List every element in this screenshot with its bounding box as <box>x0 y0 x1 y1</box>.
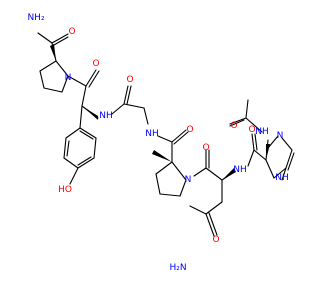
bond <box>85 69 97 87</box>
stereo-wedge <box>152 150 172 162</box>
bond <box>63 157 79 169</box>
bond <box>143 107 149 125</box>
bond <box>171 129 187 143</box>
bond <box>66 140 70 157</box>
bond <box>171 161 187 181</box>
atom-ho-phenol: HO <box>58 185 72 195</box>
bond <box>245 117 263 133</box>
bond <box>155 173 161 195</box>
atom-nh-gly: NH <box>145 129 159 139</box>
bond <box>79 130 94 140</box>
atom-n-imid: N <box>277 131 284 141</box>
bond <box>193 167 207 177</box>
bond <box>267 135 279 149</box>
bond <box>254 133 258 151</box>
atom-n-pro2: N <box>185 175 192 185</box>
atom-o-top-amide: O <box>68 27 75 37</box>
bond <box>81 85 87 107</box>
atom-o-asn-side: O <box>212 235 219 245</box>
bond <box>79 105 83 129</box>
bond <box>273 167 287 179</box>
atom-nh-imid: NH <box>275 173 289 183</box>
molecule-structure: NH₂ O N O O NH O NH N NH O NH HO N O NH … <box>0 0 300 300</box>
atom-o-asn-carbonyl: O <box>202 143 209 153</box>
bond <box>208 212 218 236</box>
bond <box>39 60 57 72</box>
bond <box>43 87 63 93</box>
bond <box>251 133 255 151</box>
bond <box>155 161 173 175</box>
atom-o-his-carbonyl: O <box>248 125 255 135</box>
bond <box>179 179 187 197</box>
bond <box>265 159 275 179</box>
stereo-wedge <box>50 44 56 61</box>
bond <box>157 135 173 143</box>
canvas-background <box>0 0 300 300</box>
bond <box>39 70 45 89</box>
bond <box>126 85 132 105</box>
atom-labels: NH₂ O N O O NH O NH N NH O NH HO N O NH … <box>27 13 288 273</box>
bond <box>229 117 247 125</box>
bond <box>205 167 223 181</box>
bond <box>245 99 249 119</box>
bond <box>281 137 293 151</box>
bond <box>205 213 215 237</box>
atom-nh-tyr: NH <box>99 111 113 121</box>
atom-o-gly-carbonyl: O <box>126 75 133 85</box>
bond <box>93 137 97 159</box>
bond <box>79 127 97 139</box>
bond <box>247 149 255 167</box>
bond <box>229 119 245 127</box>
bond <box>189 205 207 215</box>
bond <box>111 103 125 115</box>
atom-nh-his: NH <box>255 127 269 137</box>
bond <box>67 75 87 87</box>
atom-o-acetyl: O <box>230 121 237 131</box>
bond <box>253 149 267 161</box>
bond <box>55 60 69 77</box>
atom-nh2-bottom: H₂N <box>169 263 186 273</box>
stereo-wedge <box>266 144 270 160</box>
atom-n-pro1: N <box>65 73 72 83</box>
bond <box>173 131 189 145</box>
bond <box>205 201 223 215</box>
bond <box>65 127 81 139</box>
atom-o-pro2-carbonyl: O <box>186 125 193 135</box>
bond <box>53 36 69 46</box>
bond <box>287 152 295 171</box>
bond <box>69 167 79 185</box>
stereo-wedge <box>222 168 236 180</box>
bond <box>285 149 293 169</box>
bond <box>281 167 287 181</box>
bond <box>51 33 69 44</box>
bond <box>77 156 92 166</box>
bond <box>37 32 53 44</box>
stereo-wedges <box>50 44 270 180</box>
bond <box>159 193 181 197</box>
atom-nh2-top: NH₂ <box>27 13 45 23</box>
bond <box>88 70 100 88</box>
atom-o-tyr-carbonyl: O <box>92 59 99 69</box>
bond <box>123 103 145 109</box>
bond <box>77 157 95 169</box>
atom-nh-asn: NH <box>233 165 247 175</box>
bond <box>61 75 69 93</box>
bond <box>63 137 67 159</box>
bond <box>123 85 129 105</box>
stereo-wedge <box>82 106 98 120</box>
